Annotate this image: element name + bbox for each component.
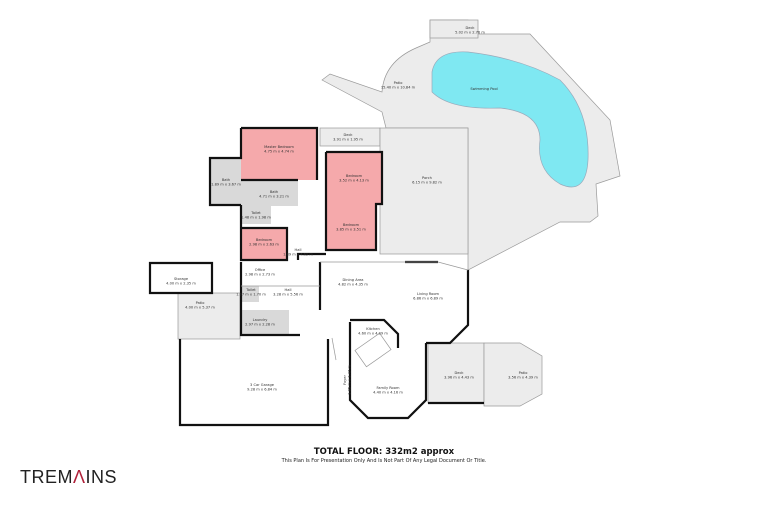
tremains-logo: TREMΛINS xyxy=(20,467,118,487)
label-pool: Swimming Pool xyxy=(470,87,497,91)
toilet-1 xyxy=(241,206,271,224)
porch xyxy=(379,127,469,255)
deck-top xyxy=(429,19,479,39)
toilet-2 xyxy=(241,286,259,302)
bedroom-4 xyxy=(241,228,287,260)
disclaimer: This Plan Is For Presentation Only And I… xyxy=(281,458,487,464)
bath-2 xyxy=(241,180,298,206)
label-foyer: Foyer1.85 m x 3.47 m xyxy=(343,365,352,395)
laundry xyxy=(241,310,289,335)
interior-lines xyxy=(241,261,469,368)
bedroom-2 xyxy=(326,152,382,204)
master-bedroom xyxy=(241,128,317,180)
patio-east xyxy=(483,342,543,407)
swimming-pool xyxy=(431,51,589,188)
patio-side xyxy=(177,292,241,340)
bedroom-3 xyxy=(326,204,376,250)
total-floor-area: TOTAL FLOOR: 332m2 approx xyxy=(313,447,455,457)
bath-1 xyxy=(210,158,241,205)
